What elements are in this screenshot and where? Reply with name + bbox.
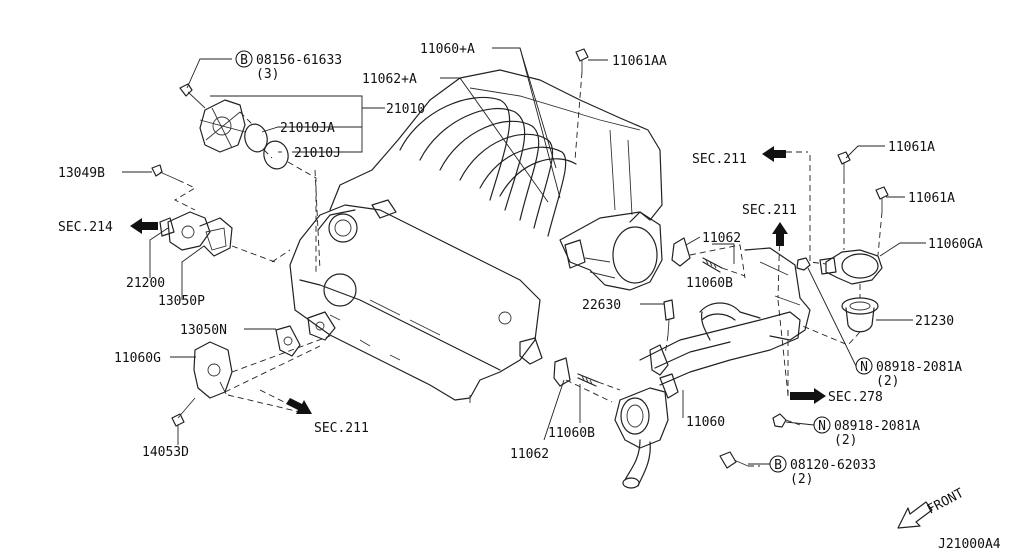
sec211-left-arrow xyxy=(259,389,312,414)
label-11060GA: 11060GA xyxy=(928,237,983,252)
label-13050P: 13050P xyxy=(158,294,205,309)
engine-cylinder-head xyxy=(271,169,541,403)
bolt-11061A-1 xyxy=(837,151,851,178)
engine-intake-manifold xyxy=(329,69,663,291)
label-11062-bottom: 11062 xyxy=(510,447,549,462)
assembly-lines xyxy=(239,71,883,467)
label-22630: 22630 xyxy=(582,298,621,313)
label-08918-1-qty: (2) xyxy=(876,374,899,389)
gasket-21010J xyxy=(263,140,289,170)
label-08120: 08120-62033 xyxy=(790,458,876,473)
label-sec211-top: SEC.211 xyxy=(692,152,747,167)
bolt-11061A-2 xyxy=(875,186,889,212)
svg-text:B: B xyxy=(774,458,782,473)
sec278-arrow xyxy=(787,330,826,404)
label-11060B-top: 11060B xyxy=(686,276,733,291)
label-11062A: 11062+A xyxy=(362,72,417,87)
gasket-11062-bottom xyxy=(553,357,571,387)
sec211-mid-arrow xyxy=(772,222,788,246)
label-21230: 21230 xyxy=(915,314,954,329)
label-08918-1: 08918-2081A xyxy=(876,360,962,375)
label-sec214: SEC.214 xyxy=(58,220,113,235)
svg-text:B: B xyxy=(240,53,248,68)
label-08156: 08156-61633 xyxy=(256,53,342,68)
diagram-code: J21000A4 xyxy=(938,537,1001,552)
label-sec211-left: SEC.211 xyxy=(314,421,369,436)
svg-text:N: N xyxy=(818,419,826,434)
label-08120-qty: (2) xyxy=(790,472,813,487)
gasket-11062-top xyxy=(671,237,691,267)
front-arrow xyxy=(897,501,933,529)
nut-08918-upper xyxy=(796,257,811,271)
badge-n-08918-1: N xyxy=(855,357,873,375)
label-sec278: SEC.278 xyxy=(828,390,883,405)
label-08156-qty: (3) xyxy=(256,67,279,82)
label-13050N: 13050N xyxy=(180,323,227,338)
sensor-22630 xyxy=(663,299,675,336)
thermostat-21230 xyxy=(841,297,879,333)
badge-b-08156: B xyxy=(235,50,253,68)
nut-08918-lower xyxy=(772,413,787,428)
stud-11060B-top xyxy=(702,257,723,273)
leader-lines xyxy=(122,47,926,465)
water-outlet-21200 xyxy=(151,164,276,263)
label-11060: 11060 xyxy=(686,415,725,430)
bolt-08120 xyxy=(719,451,749,469)
label-11061A-2: 11061A xyxy=(908,191,955,206)
sec214-arrow xyxy=(130,218,158,234)
label-11060B-bottom: 11060B xyxy=(548,426,595,441)
gasket-left-head xyxy=(307,311,336,341)
label-13049B: 13049B xyxy=(58,166,105,181)
label-21010JA: 21010JA xyxy=(280,121,335,136)
gasket-13050N xyxy=(275,325,301,357)
label-21010J: 21010J xyxy=(294,146,341,161)
label-21200: 21200 xyxy=(126,276,165,291)
gasket-21010JA xyxy=(244,123,268,153)
badge-n-08918-2: N xyxy=(813,416,831,434)
label-14053D: 14053D xyxy=(142,445,189,460)
water-pipe-11060 xyxy=(614,247,811,489)
label-front: FRONT xyxy=(925,486,967,518)
label-11060A: 11060+A xyxy=(420,42,475,57)
svg-text:N: N xyxy=(860,360,868,375)
sec211-top-arrow xyxy=(762,146,808,162)
water-inlet-11060G xyxy=(171,341,233,427)
water-pump-assembly xyxy=(179,83,246,153)
stud-11060B-bottom xyxy=(577,373,599,387)
label-08918-2-qty: (2) xyxy=(834,433,857,448)
label-11061A-1: 11061A xyxy=(888,140,935,155)
label-11061AA: 11061AA xyxy=(612,54,667,69)
label-08918-2: 08918-2081A xyxy=(834,419,920,434)
badge-b-08120: B xyxy=(769,455,787,473)
bolt-11061AA xyxy=(575,48,589,72)
label-11062-top: 11062 xyxy=(702,231,741,246)
label-11060G: 11060G xyxy=(114,351,161,366)
label-21010: 21010 xyxy=(386,102,425,117)
thermostat-housing-11060GA xyxy=(819,249,883,285)
gasket-right-head xyxy=(519,337,543,365)
label-sec211-mid: SEC.211 xyxy=(742,203,797,218)
